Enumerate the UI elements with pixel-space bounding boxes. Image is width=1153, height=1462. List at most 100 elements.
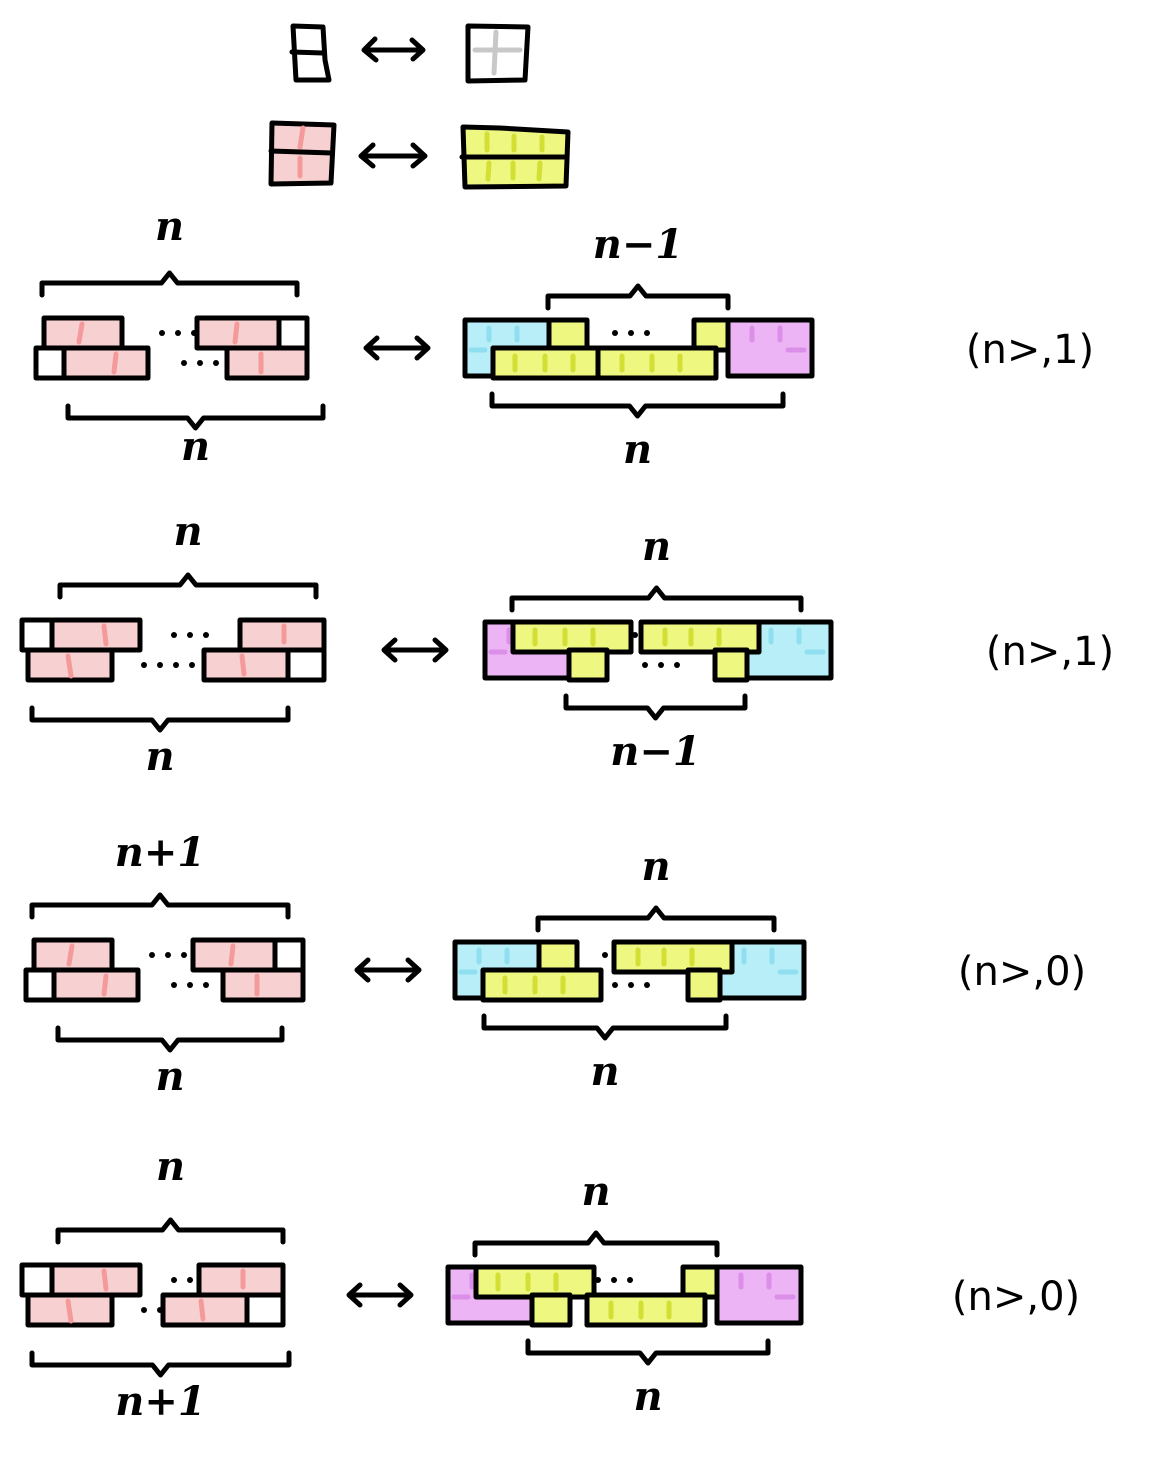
split-white-cell [289,23,332,83]
double-arrow-icon [354,957,422,983]
ellipsis-dot [165,952,171,958]
right-top-brace [545,283,731,311]
right-bottom-label: n−1 [610,728,700,775]
stripe-mark [198,1298,206,1322]
right-top-brace [472,1230,720,1258]
right-tiling [445,1264,804,1328]
right-top-label: n [641,843,670,890]
ellipsis-dot [159,330,165,336]
ellipsis-dot [628,982,634,988]
ellipsis-dot [595,1277,601,1283]
ellipsis-dot [187,632,193,638]
right-tiling [482,619,834,683]
stripe-mark [101,623,109,647]
ellipsis-dot [612,982,618,988]
right-top-brace [535,905,777,933]
stripe-mark [228,943,236,967]
bottom-brace [65,403,326,431]
ellipsis-dot [628,330,634,336]
bijection-row-1: nnn−1n(n>,1) [33,203,1094,473]
ellipsis-dot [674,662,680,668]
ellipsis-dot [173,662,179,668]
pink-domino [49,617,143,653]
white-cell [19,1262,55,1298]
condition-label: (n>,1) [986,629,1114,675]
ellipsis-dot [181,952,187,958]
pink-domino [51,967,141,1003]
double-arrow-icon [363,335,431,361]
right-top-label: n [581,1168,610,1215]
ellipsis-dot [171,982,177,988]
left-bottom-label: n [181,423,210,470]
left-top-label: n+1 [115,829,205,876]
double-arrow-icon [346,1282,414,1308]
left-top-label: n [156,1143,185,1190]
stripe-mark [101,1268,109,1292]
stripe-mark [65,1298,74,1324]
yellow-bar-pair [459,124,571,190]
white-cell [285,647,327,683]
left-tiling [23,937,306,1003]
yellow-bar-half [685,967,723,1003]
stripe-mark [66,943,75,967]
stripe-mark [101,973,109,997]
legend-row-2 [268,120,571,190]
right-bottom-brace [525,1338,771,1366]
ellipsis-dot [171,1277,177,1283]
left-bottom-label: n [145,733,174,780]
ellipsis-dot [203,982,209,988]
top-brace [57,572,319,600]
top-brace [39,270,300,298]
left-tiling [33,315,310,381]
top-brace [55,1217,286,1245]
ellipsis-dot [627,1277,633,1283]
ellipsis-dot [602,952,608,958]
right-top-label: n [642,523,671,570]
yellow-bar [490,345,614,381]
ellipsis-dot [644,330,650,336]
pink-domino [61,345,151,381]
white-cell [19,617,55,653]
yellow-bar-half [536,939,580,975]
legend-row-1 [289,23,531,84]
yellow-bar-half [546,317,590,353]
right-tiling [462,317,815,381]
ellipsis-dot [642,662,648,668]
pink-domino [49,1262,143,1298]
condition-label: (n>,0) [952,1274,1080,1320]
ellipsis-dot [149,952,155,958]
yellow-bar [480,967,604,1003]
ellipsis-dot [141,662,147,668]
right-top-label: n−1 [593,221,683,268]
right-top-brace [509,585,804,613]
ellipsis-dot [181,360,187,366]
white-cell [276,315,310,351]
bijection-row-4: nn+1nn(n>,0) [19,1143,1080,1425]
pink-domino-pair [268,120,337,187]
right-bottom-brace [489,391,786,419]
yellow-bar [473,1264,597,1300]
ellipsis-dot [141,1307,147,1313]
yellow-bar [595,345,719,381]
bottom-brace [55,1025,285,1053]
yellow-bar-half [566,647,610,683]
double-arrow-icon [381,637,449,663]
ellipsis-dot [175,330,181,336]
yellow-bar [638,619,762,655]
ellipsis-dot [157,662,163,668]
yellow-bar [611,939,735,975]
right-bottom-label: n [590,1048,619,1095]
bottom-brace [29,1350,292,1378]
ellipsis-dot [612,330,618,336]
rows: nnn−1n(n>,1)nnnn−1(n>,1)n+1nnn(n>,0)nn+1… [19,203,1114,1425]
left-bottom-label: n+1 [115,1378,205,1425]
ellipsis-dot [197,360,203,366]
bottom-brace [29,705,291,733]
stripe-mark [111,351,119,375]
right-bottom-brace [481,1013,729,1041]
pink-domino [224,345,310,381]
condition-label: (n>,1) [966,327,1094,373]
ellipsis-dot [187,982,193,988]
